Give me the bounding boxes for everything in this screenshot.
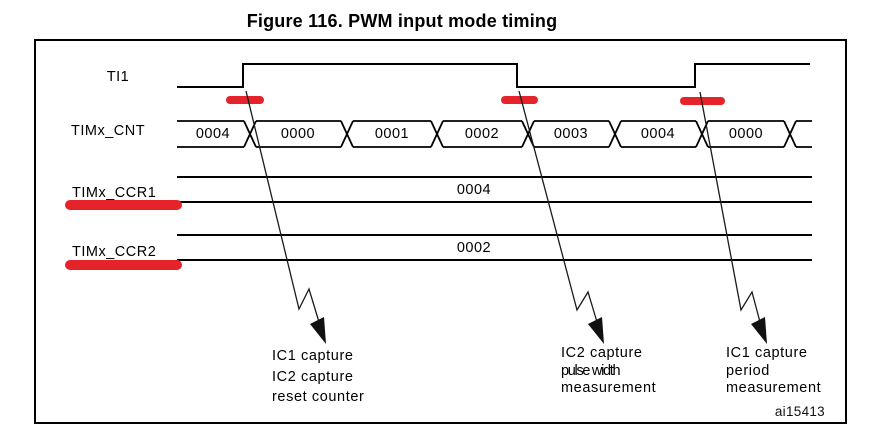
annotation-line: IC2 capture — [272, 368, 354, 385]
cnt-bus-waveform — [177, 120, 812, 148]
annotation-line: IC1 capture — [272, 348, 354, 364]
annotation-ic2-capture-pulse-width: IC2 capture pulse width measurement — [561, 345, 656, 398]
ti1-waveform — [177, 63, 810, 88]
ccr1-highlight-bar — [65, 200, 182, 210]
ccr2-value: 0002 — [456, 240, 492, 256]
cnt-signal-label: TIMx_CNT — [71, 123, 146, 139]
annotation-line: pulse width — [561, 362, 621, 379]
annotation-line: measurement — [726, 380, 822, 396]
cnt-value: 0004 — [195, 126, 231, 142]
edge-marker-1 — [226, 96, 264, 104]
cnt-value: 0002 — [464, 126, 500, 142]
ccr2-signal-label: TIMx_CCR2 — [72, 244, 157, 260]
annotation-ic1-ic2-capture-reset: IC1 capture IC2 capture reset counter — [272, 346, 364, 408]
annotation-line: period — [726, 362, 770, 379]
watermark-id: ai15413 — [774, 404, 825, 419]
cnt-value: 0001 — [374, 126, 410, 142]
ccr1-bus-rails — [177, 176, 812, 203]
arrowhead-icon — [310, 317, 326, 344]
edge-marker-3 — [680, 97, 725, 105]
ccr2-highlight-bar — [65, 260, 182, 270]
annotation-line: measurement — [561, 380, 657, 396]
ccr2-bus-rails — [177, 234, 812, 261]
capture-arrow-3 — [699, 91, 767, 344]
edge-marker-2 — [501, 96, 538, 104]
capture-arrow-1 — [245, 90, 326, 344]
cnt-value: 0000 — [280, 126, 316, 142]
ccr1-value: 0004 — [456, 182, 492, 198]
cnt-value: 0004 — [640, 126, 676, 142]
annotation-line: IC1 capture — [726, 345, 808, 361]
annotation-line: reset counter — [272, 389, 365, 405]
ccr1-signal-label: TIMx_CCR1 — [72, 185, 157, 201]
cnt-value: 0003 — [553, 126, 589, 142]
arrowhead-icon — [751, 317, 767, 344]
capture-arrow-2 — [518, 90, 604, 344]
cnt-value: 0000 — [728, 126, 764, 142]
annotation-ic1-capture-period: IC1 capture period measurement — [726, 345, 821, 398]
figure-title: Figure 116. PWM input mode timing — [246, 11, 558, 31]
arrowhead-icon — [588, 317, 604, 344]
annotation-line: IC2 capture — [561, 345, 643, 361]
ti1-signal-label: TI1 — [106, 69, 130, 85]
